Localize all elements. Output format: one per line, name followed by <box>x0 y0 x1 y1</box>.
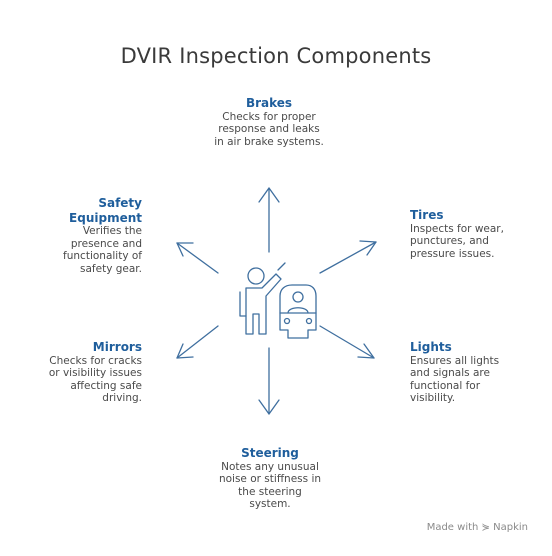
component-steering: Steering Notes any unusual noise or stif… <box>218 446 322 511</box>
napkin-logo-icon: ⋟ <box>481 522 490 533</box>
component-description: Ensures all lights and signals are funct… <box>410 354 500 405</box>
arrow-steering <box>258 347 280 415</box>
component-title: Tires <box>410 208 444 222</box>
component-title: Lights <box>410 340 452 354</box>
arrow-lights <box>319 325 375 359</box>
component-title: Mirrors <box>92 340 142 354</box>
component-description: Inspects for wear, punctures, and pressu… <box>410 222 504 260</box>
component-description: Verifies the presence and functionality … <box>63 225 142 275</box>
component-brakes: Brakes Checks for proper response and le… <box>214 96 324 148</box>
component-description: Checks for proper response and leaks in … <box>214 110 324 148</box>
component-tires: Tires Inspects for wear, punctures, and … <box>410 208 520 260</box>
component-description: Notes any unusual noise or stiffness in … <box>218 460 322 511</box>
footer-made-with: Made with <box>426 522 479 533</box>
arrow-brakes <box>258 187 280 253</box>
component-description: Checks for cracks or visibility issues a… <box>48 354 142 405</box>
arrow-mirrors <box>176 325 219 359</box>
arrow-safety <box>176 242 219 274</box>
made-with-napkin-footer: Made with ⋟ Napkin <box>427 522 528 533</box>
footer-brand: Napkin <box>493 522 528 533</box>
component-mirrors: Mirrors Checks for cracks or visibility … <box>40 340 142 405</box>
inspector-person-icon <box>239 262 286 335</box>
arrow-tires <box>319 240 377 274</box>
page-title: DVIR Inspection Components <box>120 44 432 68</box>
component-title: Brakes <box>245 96 293 110</box>
vehicle-driver-icon <box>279 284 317 339</box>
component-lights: Lights Ensures all lights and signals ar… <box>410 340 514 405</box>
component-safety-equipment: Safety Equipment Verifies the presence a… <box>46 196 142 275</box>
component-title: Steering <box>241 446 299 460</box>
component-title: Safety Equipment <box>69 196 142 225</box>
